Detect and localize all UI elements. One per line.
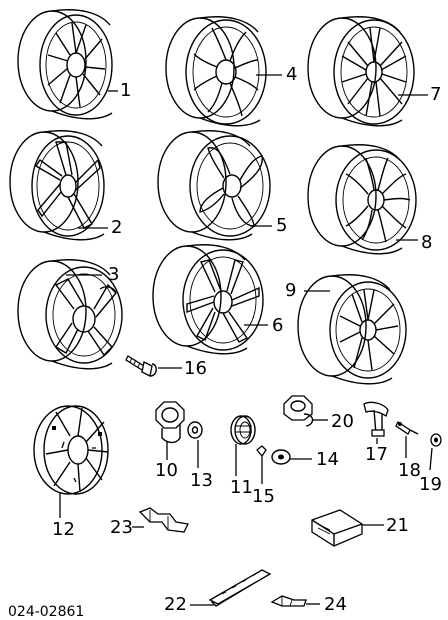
lug-nut-10 — [155, 401, 185, 444]
strap-22 — [208, 569, 272, 607]
wheel-1 — [17, 9, 113, 120]
module-21 — [311, 509, 363, 547]
callout-15: 15 — [252, 486, 275, 507]
parts-illustration — [9, 9, 442, 607]
callout-21: 21 — [386, 515, 409, 536]
parts-diagram: 1 4 7 2 5 8 3 9 6 16 20 14 10 17 13 18 1… — [8, 9, 442, 620]
wheel-2 — [9, 130, 105, 241]
bracket-23 — [138, 507, 189, 533]
callout-5: 5 — [276, 215, 288, 236]
washer-13 — [187, 421, 203, 439]
nut-20 — [283, 395, 314, 427]
callout-2: 2 — [111, 217, 123, 238]
callout-8: 8 — [421, 232, 433, 253]
callout-16: 16 — [184, 358, 207, 379]
wheel-6 — [152, 244, 264, 355]
washer-14 — [271, 449, 291, 465]
callout-6: 6 — [272, 315, 284, 336]
hubcap-12 — [33, 405, 109, 495]
callout-11: 11 — [230, 477, 253, 498]
valve-core-18 — [395, 421, 419, 435]
callout-3: 3 — [108, 264, 120, 285]
bolt-16 — [125, 355, 157, 377]
callout-14: 14 — [316, 449, 339, 470]
wheel-9 — [297, 274, 407, 385]
valve-stem-17 — [363, 401, 389, 437]
wheel-7 — [307, 16, 415, 127]
valve-cap-19 — [430, 433, 442, 447]
diagram-id: 024-02861 — [8, 604, 85, 620]
callout-17: 17 — [365, 444, 388, 465]
callout-7: 7 — [430, 84, 442, 105]
wheel-4 — [165, 16, 267, 127]
callout-23: 23 — [110, 517, 133, 538]
callout-20: 20 — [331, 411, 354, 432]
callout-10: 10 — [155, 460, 178, 481]
wheel-8 — [307, 144, 417, 255]
callout-18: 18 — [398, 460, 421, 481]
callout-12: 12 — [52, 519, 75, 540]
wheel-5 — [157, 130, 271, 241]
clip-15 — [256, 445, 267, 458]
callout-4: 4 — [286, 64, 298, 85]
center-cap-11 — [230, 415, 256, 445]
callout-9: 9 — [285, 280, 297, 301]
callout-24: 24 — [324, 594, 347, 615]
wheel-3 — [17, 259, 123, 370]
weight-24 — [270, 595, 307, 607]
callout-13: 13 — [190, 470, 213, 491]
callout-1: 1 — [120, 80, 132, 101]
callout-19: 19 — [419, 474, 442, 495]
callout-22: 22 — [164, 594, 187, 615]
